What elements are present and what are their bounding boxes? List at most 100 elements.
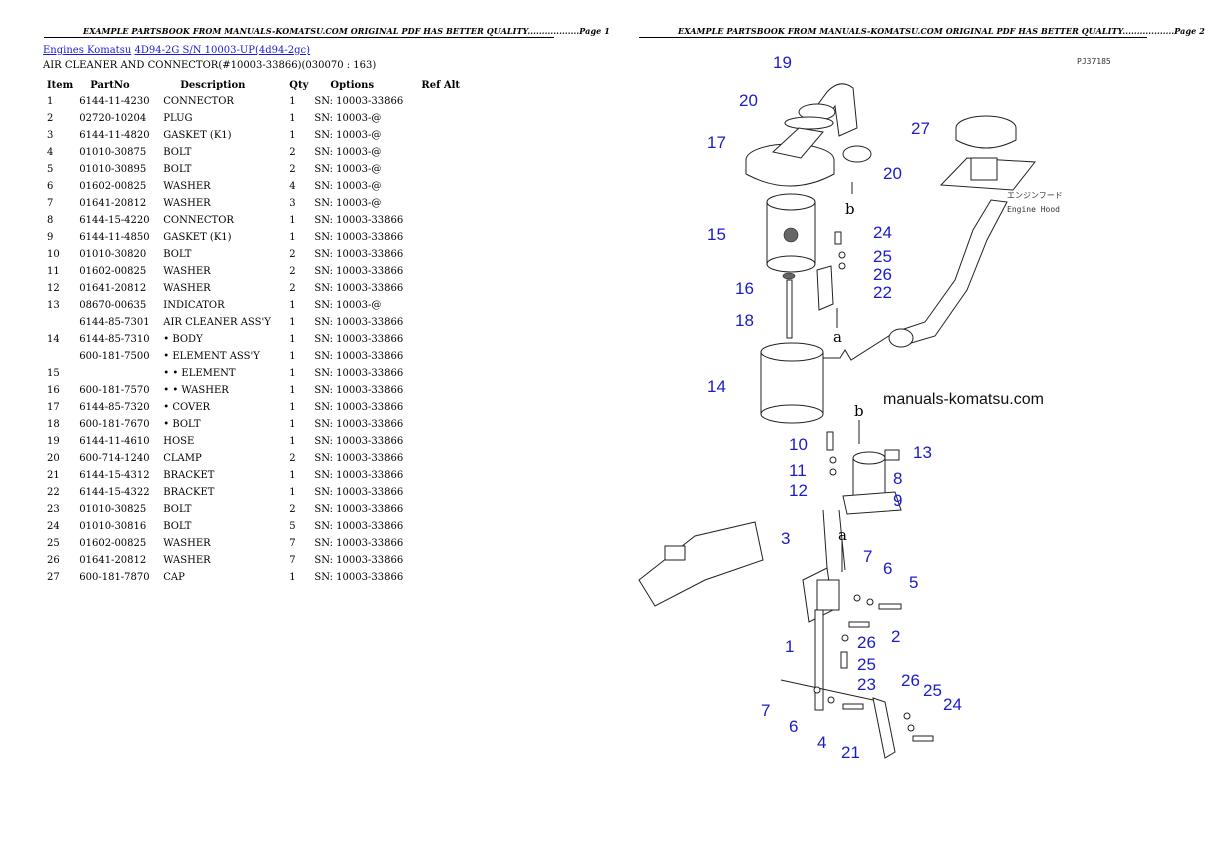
cell-description: • COVER (163, 402, 211, 413)
cell-description: • • WASHER (163, 385, 229, 396)
callout-20: 20 (739, 91, 758, 110)
callout-10: 10 (789, 435, 808, 454)
header-qty: Qty (289, 79, 309, 91)
cell-description: • BODY (163, 334, 203, 345)
cell-qty: 1 (289, 385, 296, 396)
cell-description: • ELEMENT ASS'Y (163, 351, 260, 362)
header-refalt: Ref Alt (421, 79, 461, 91)
cell-partno: 01602-00825 (79, 266, 147, 277)
cell-refalt (418, 467, 464, 484)
cell-options: SN: 10003-33866 (314, 504, 404, 515)
header-description: Description (180, 79, 246, 91)
cell-options: SN: 10003-33866 (314, 249, 404, 260)
cell-partno: 6144-85-7301 (79, 317, 150, 328)
bolt-24-drawing (834, 231, 842, 245)
cell-partno: 600-714-1240 (79, 453, 150, 464)
hood-label-jp: エンジンフード (1007, 191, 1063, 200)
cell-description: WASHER (163, 266, 211, 277)
header-item: Item (47, 79, 74, 91)
breadcrumb-link-engines[interactable]: Engines Komatsu (43, 45, 132, 56)
cell-refalt (418, 518, 464, 535)
cell-options: SN: 10003-33866 (314, 572, 404, 583)
cell-partno: 01010-30895 (79, 164, 147, 175)
callout-19: 19 (773, 53, 792, 72)
washer-25-drawing (838, 251, 846, 259)
cell-item: 23 (47, 504, 60, 515)
cell-options: SN: 10003-33866 (314, 317, 404, 328)
engine-hood-drawing (939, 157, 1036, 191)
cell-options: SN: 10003-33866 (314, 96, 404, 107)
cell-description: BOLT (163, 147, 192, 158)
intake-pipe-drawing (888, 199, 1008, 348)
cell-item: 15 (47, 368, 60, 379)
cell-options: SN: 10003-33866 (314, 538, 404, 549)
cell-item: 18 (47, 419, 60, 430)
ref-letter-a: a (838, 526, 847, 544)
cell-item: 5 (47, 164, 54, 175)
cell-qty: 1 (289, 487, 296, 498)
cell-partno: 01010-30825 (79, 504, 147, 515)
cell-qty: 2 (289, 453, 296, 464)
cell-refalt (418, 110, 464, 127)
cell-description: GASKET (K1) (163, 232, 232, 243)
callout-24: 24 (873, 223, 892, 242)
cell-qty: 1 (289, 215, 296, 226)
callout-25: 25 (923, 681, 942, 700)
cell-options: SN: 10003-@ (314, 113, 382, 124)
header-rule (44, 37, 554, 38)
cell-partno: 6144-15-4322 (79, 487, 150, 498)
cell-qty: 1 (289, 113, 296, 124)
cell-refalt (418, 246, 464, 263)
cell-description: • BOLT (163, 419, 201, 430)
bolt-long-drawing (786, 279, 793, 339)
cell-description: BOLT (163, 521, 192, 532)
callout-4: 4 (817, 733, 826, 752)
cell-item: 1 (47, 96, 54, 107)
body-drawing (760, 331, 896, 424)
callout-3: 3 (781, 529, 790, 548)
callout-5: 5 (909, 573, 918, 592)
cell-item: 7 (47, 198, 54, 209)
cell-description: BRACKET (163, 470, 215, 481)
cell-options: SN: 10003-33866 (314, 436, 404, 447)
callout-13: 13 (913, 443, 932, 462)
cell-description: CONNECTOR (163, 96, 234, 107)
callout-7: 7 (761, 701, 770, 720)
callout-25: 25 (873, 247, 892, 266)
cell-qty: 7 (289, 555, 296, 566)
cell-refalt (418, 535, 464, 552)
cell-refalt (418, 195, 464, 212)
header-partno: PartNo (90, 79, 130, 91)
parts-table: Item PartNo Description Qty Options Ref … (44, 77, 464, 586)
cell-item: 17 (47, 402, 60, 413)
cell-options: SN: 10003-33866 (314, 521, 404, 532)
cell-options: SN: 10003-33866 (314, 402, 404, 413)
cell-partno: 01602-00825 (79, 181, 147, 192)
cell-item: 12 (47, 283, 60, 294)
cell-options: SN: 10003-33866 (314, 283, 404, 294)
cell-item: 20 (47, 453, 60, 464)
callout-23: 23 (857, 675, 876, 694)
page-banner: EXAMPLE PARTSBOOK FROM MANUALS-KOMATSU.C… (83, 26, 610, 36)
cell-options: SN: 10003-33866 (314, 419, 404, 430)
cell-partno: 600-181-7500 (79, 351, 150, 362)
callout-26: 26 (901, 671, 920, 690)
header-options: Options (330, 79, 375, 91)
cell-refalt (418, 501, 464, 518)
cell-item: 25 (47, 538, 60, 549)
callout-18: 18 (735, 311, 754, 330)
callout-9: 9 (893, 491, 902, 510)
callout-7: 7 (863, 547, 872, 566)
cell-refalt (418, 229, 464, 246)
breadcrumb-link-model[interactable]: 4D94-2G S/N 10003-UP(4d94-2gc) (134, 45, 311, 56)
cell-refalt (418, 416, 464, 433)
